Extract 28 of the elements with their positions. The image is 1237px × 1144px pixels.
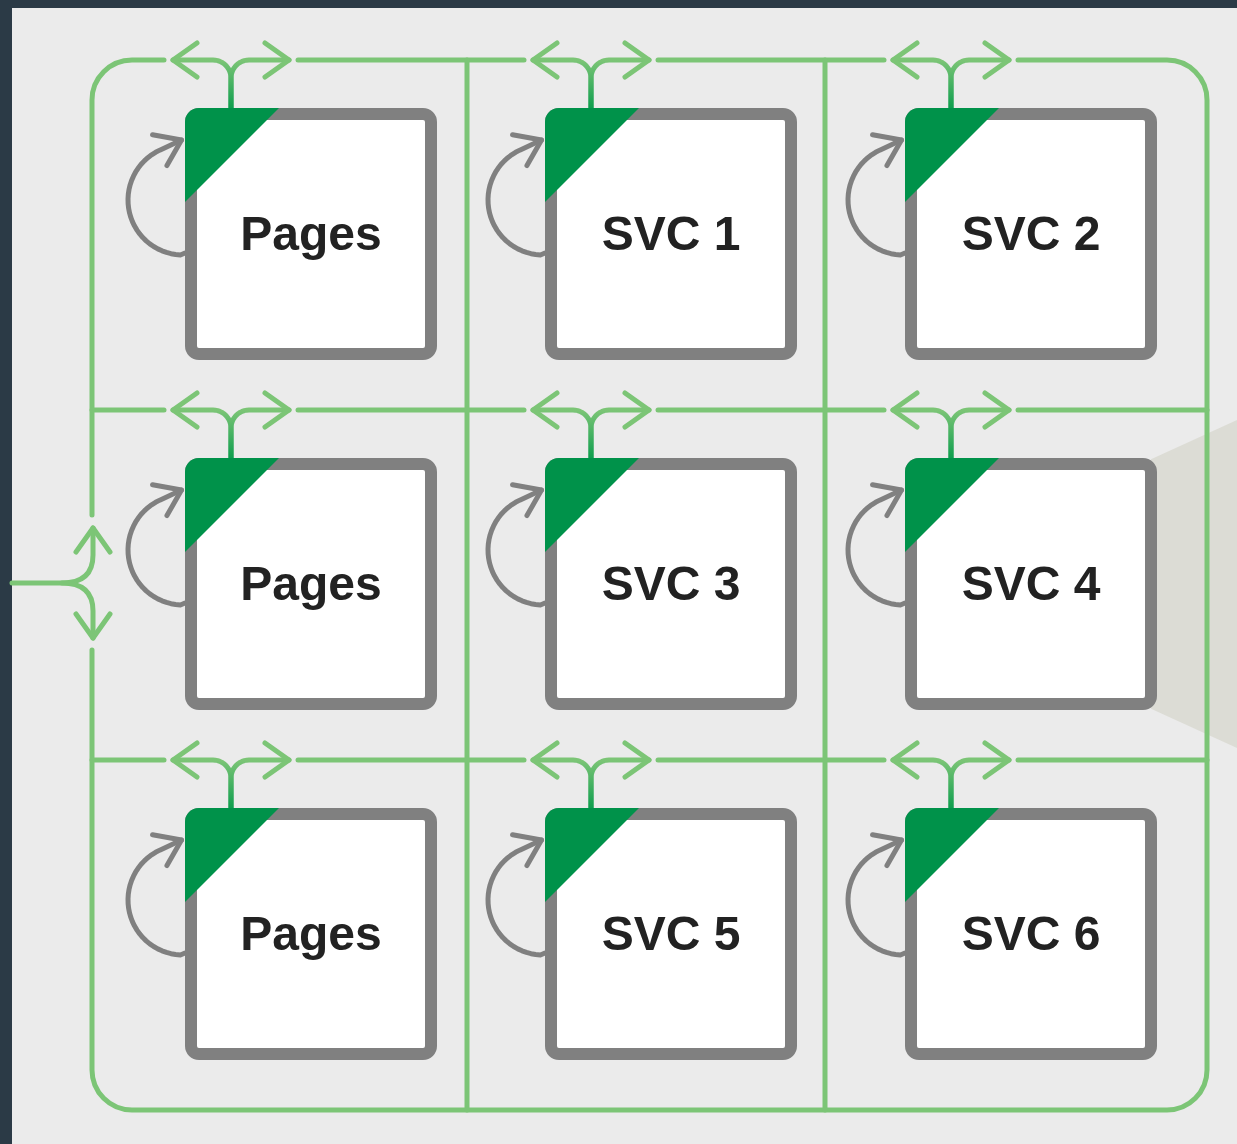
branch-arrow bbox=[948, 390, 1012, 461]
service-box bbox=[185, 108, 437, 360]
box-label: SVC 5 bbox=[601, 907, 741, 961]
branch-arrow bbox=[948, 40, 1012, 111]
branch-arrow bbox=[588, 390, 652, 461]
box-label: SVC 3 bbox=[601, 557, 741, 611]
branch-arrow bbox=[228, 390, 292, 461]
box-label: Pages bbox=[240, 557, 382, 611]
service-box bbox=[185, 808, 437, 1060]
box-label: SVC 2 bbox=[961, 207, 1101, 261]
service-box bbox=[545, 458, 797, 710]
branch-arrow bbox=[588, 40, 652, 111]
projection-wedge bbox=[1151, 420, 1237, 748]
service-box bbox=[905, 458, 1157, 710]
box-label: Pages bbox=[240, 907, 382, 961]
branch-arrow bbox=[588, 740, 652, 811]
branch-arrow bbox=[228, 40, 292, 111]
box-label: SVC 4 bbox=[961, 557, 1101, 611]
box-label: SVC 6 bbox=[961, 907, 1101, 961]
service-box bbox=[545, 808, 797, 1060]
box-label: Pages bbox=[240, 207, 382, 261]
service-box bbox=[905, 108, 1157, 360]
service-box bbox=[905, 808, 1157, 1060]
service-box bbox=[545, 108, 797, 360]
box-label: SVC 1 bbox=[601, 207, 741, 261]
service-box bbox=[185, 458, 437, 710]
branch-arrow bbox=[228, 740, 292, 811]
branch-arrow bbox=[948, 740, 1012, 811]
